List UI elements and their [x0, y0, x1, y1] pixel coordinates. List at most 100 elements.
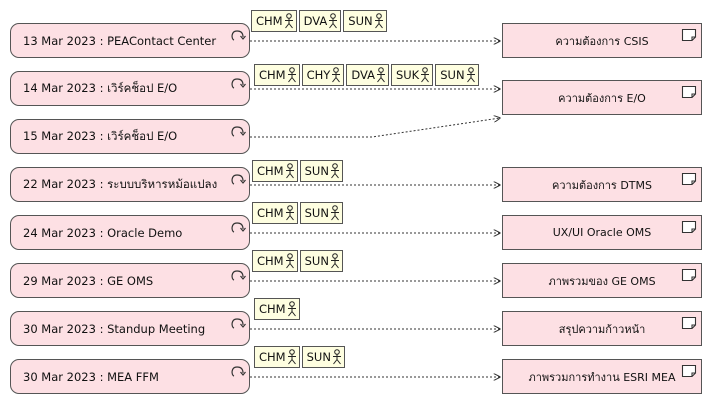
actor-name: SUN [304, 164, 329, 178]
actor-name: SUN [304, 206, 329, 220]
event-label: 24 Mar 2023 : Oracle Demo [23, 225, 183, 240]
actor-icon [329, 13, 338, 29]
business-object-icon [681, 172, 697, 186]
event-box[interactable]: 22 Mar 2023 : ระบบบริหารหม้อแปลง [10, 167, 250, 202]
actor-name: CHM [256, 14, 283, 28]
actor-icon [330, 205, 339, 221]
actor-icon [287, 301, 296, 317]
actor-name: SUN [348, 14, 373, 28]
actor-box[interactable]: SUN [299, 160, 343, 182]
actor-group: CHM SUN [252, 160, 345, 182]
event-icon [231, 270, 246, 281]
event-box[interactable]: 13 Mar 2023 : PEAContact Center [10, 23, 250, 58]
actor-name: CHM [257, 206, 284, 220]
event-label: 15 Mar 2023 : เวิร์คช็อป E/O [23, 128, 178, 143]
actor-icon [287, 67, 296, 83]
business-object-icon [681, 85, 697, 99]
business-object-icon [681, 268, 697, 282]
actor-name: CHM [257, 254, 284, 268]
event-label: 30 Mar 2023 : MEA FFM [23, 369, 159, 384]
actor-name: CHM [259, 68, 286, 82]
actor-icon [374, 13, 383, 29]
actor-name: CHM [259, 350, 286, 364]
actor-box[interactable]: SUN [301, 346, 345, 368]
business-object-box[interactable]: UX/UI Oracle OMS [502, 215, 702, 250]
actor-box[interactable]: SUN [299, 250, 343, 272]
actor-name: SUN [306, 350, 331, 364]
actor-icon [466, 67, 475, 83]
actor-icon [332, 349, 341, 365]
actor-box[interactable]: SUN [435, 64, 479, 86]
event-icon [231, 78, 246, 89]
business-object-box[interactable]: ความต้องการ DTMS [502, 167, 702, 202]
event-icon [231, 174, 246, 185]
actor-icon [421, 67, 430, 83]
business-object-label: ความต้องการ E/O [558, 91, 646, 105]
actor-box[interactable]: SUK [390, 64, 434, 86]
actor-box[interactable]: CHM [252, 202, 298, 224]
business-object-box[interactable]: ภาพรวมการทำงาน ESRI MEA [502, 359, 702, 394]
actor-icon [330, 253, 339, 269]
actor-name: CHY [306, 68, 331, 82]
actor-box[interactable]: CHM [252, 250, 298, 272]
actor-icon [285, 205, 294, 221]
business-object-box[interactable]: ภาพรวมของ GE OMS [502, 263, 702, 298]
actor-group: CHM SUN [252, 250, 345, 272]
business-object-box[interactable]: ความต้องการ CSIS [502, 23, 702, 58]
event-box[interactable]: 14 Mar 2023 : เวิร์คช็อป E/O [10, 71, 250, 106]
actor-box[interactable]: CHM [254, 64, 300, 86]
event-icon [231, 318, 246, 329]
triggers-connector [250, 118, 500, 138]
event-icon [231, 366, 246, 377]
event-label: 22 Mar 2023 : ระบบบริหารหม้อแปลง [23, 176, 218, 191]
business-object-label: UX/UI Oracle OMS [552, 226, 652, 239]
actor-name: SUK [395, 68, 420, 82]
actor-box[interactable]: DVA [298, 10, 342, 32]
business-object-icon [681, 28, 697, 42]
event-box[interactable]: 29 Mar 2023 : GE OMS [10, 263, 250, 298]
actor-icon [285, 253, 294, 269]
event-box[interactable]: 24 Mar 2023 : Oracle Demo [10, 215, 250, 250]
actor-box[interactable]: DVA [346, 64, 389, 86]
actor-name: DVA [303, 14, 328, 28]
business-object-label: ภาพรวมของ GE OMS [548, 274, 656, 288]
actor-box[interactable]: CHM [252, 160, 298, 182]
business-object-label: ความต้องการ DTMS [552, 178, 652, 192]
actor-box[interactable]: CHY [301, 64, 345, 86]
actor-icon [330, 163, 339, 179]
actor-icon [376, 67, 385, 83]
actor-box[interactable]: CHM [254, 346, 300, 368]
actor-group: CHM SUN [252, 202, 345, 224]
event-box[interactable]: 30 Mar 2023 : MEA FFM [10, 359, 250, 394]
actor-name: CHM [257, 164, 284, 178]
actor-box[interactable]: CHM [251, 10, 297, 32]
business-object-box[interactable]: สรุปความก้าวหน้า [502, 311, 702, 346]
business-object-label: ภาพรวมการทำงาน ESRI MEA [528, 370, 676, 384]
actor-icon [287, 349, 296, 365]
event-icon [231, 126, 246, 137]
actor-box[interactable]: SUN [299, 202, 343, 224]
actor-icon [285, 163, 294, 179]
actor-box[interactable]: CHM [254, 298, 300, 320]
event-label: 14 Mar 2023 : เวิร์คช็อป E/O [23, 80, 178, 95]
actor-group: CHM SUN [254, 346, 347, 368]
actor-name: SUN [440, 68, 465, 82]
business-object-icon [681, 220, 697, 234]
event-icon [231, 222, 246, 233]
business-object-label: ความต้องการ CSIS [555, 34, 649, 48]
business-object-icon [681, 364, 697, 378]
event-label: 29 Mar 2023 : GE OMS [23, 273, 154, 288]
actor-name: SUN [304, 254, 329, 268]
actor-group: CHM [254, 298, 302, 320]
event-label: 30 Mar 2023 : Standup Meeting [23, 321, 206, 336]
actor-group: CHM DVA SUN [251, 10, 389, 32]
event-box[interactable]: 15 Mar 2023 : เวิร์คช็อป E/O [10, 119, 250, 154]
event-box[interactable]: 30 Mar 2023 : Standup Meeting [10, 311, 250, 346]
actor-icon [332, 67, 341, 83]
actor-name: DVA [351, 68, 375, 82]
business-object-box[interactable]: ความต้องการ E/O [502, 80, 702, 115]
actor-box[interactable]: SUN [343, 10, 387, 32]
event-label: 13 Mar 2023 : PEAContact Center [23, 33, 217, 48]
business-object-icon [681, 316, 697, 330]
